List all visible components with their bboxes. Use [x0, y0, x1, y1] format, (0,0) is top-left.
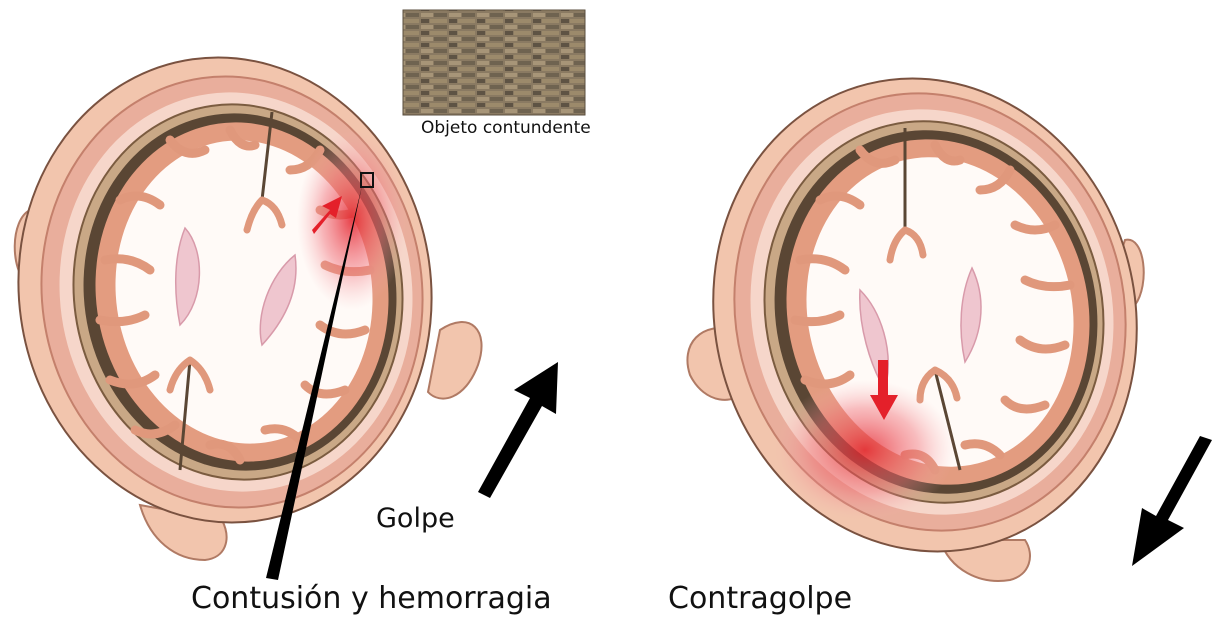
right-head — [664, 33, 1187, 596]
impact-label: Golpe — [376, 503, 455, 534]
counter-impact-label: Contragolpe — [668, 581, 852, 616]
blunt-object-label: Objeto contundente — [421, 118, 591, 138]
left-head-hemorrhage — [297, 130, 407, 310]
contragolpe-arrow — [1132, 436, 1212, 566]
left-head-ear-right — [428, 322, 482, 399]
right-head-hemorrhage — [775, 380, 955, 520]
golpe-arrow — [478, 362, 558, 498]
blunt-object-image — [403, 10, 585, 115]
contusion-label: Contusión y hemorragia — [191, 581, 552, 616]
